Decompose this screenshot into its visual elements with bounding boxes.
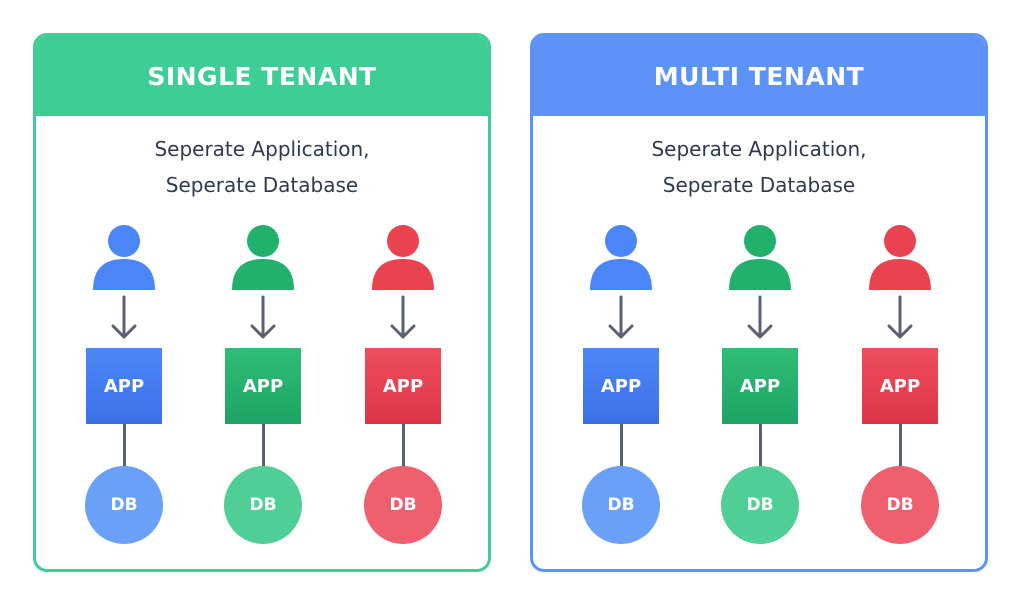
db-circle: DB: [721, 466, 799, 544]
subtitle-line: Seperate Application,: [651, 137, 867, 161]
connector-line: [899, 424, 902, 468]
db-circle: DB: [582, 466, 660, 544]
panel-subtitle: Seperate Application, Seperate Database: [36, 131, 488, 203]
panel-title: MULTI TENANT: [533, 36, 985, 116]
db-circle: DB: [224, 466, 302, 544]
panel-title: SINGLE TENANT: [36, 36, 488, 116]
connector-line: [620, 424, 623, 468]
connector-line: [402, 424, 405, 468]
tenant-column-red: APP DB: [363, 36, 443, 569]
app-box: APP: [722, 348, 798, 424]
db-circle: DB: [85, 466, 163, 544]
arrow-down-icon: [390, 295, 416, 339]
tenant-column-blue: APP DB: [84, 36, 164, 569]
arrow-down-icon: [887, 295, 913, 339]
app-box: APP: [86, 348, 162, 424]
subtitle-line: Seperate Database: [165, 173, 359, 197]
user-icon: [372, 225, 434, 290]
connector-line: [759, 424, 762, 468]
panel-subtitle: Seperate Application, Seperate Database: [533, 131, 985, 203]
user-icon: [869, 225, 931, 290]
tenant-column-red: APP DB: [860, 36, 940, 569]
user-icon: [729, 225, 791, 290]
arrow-down-icon: [250, 295, 276, 339]
tenant-column-green: APP DB: [223, 36, 303, 569]
single-tenant-panel: SINGLE TENANT Seperate Application, Sepe…: [33, 33, 491, 572]
app-box: APP: [365, 348, 441, 424]
db-circle: DB: [364, 466, 442, 544]
app-box: APP: [862, 348, 938, 424]
user-icon: [93, 225, 155, 290]
app-box: APP: [583, 348, 659, 424]
connector-line: [262, 424, 265, 468]
multi-tenant-panel: MULTI TENANT Seperate Application, Seper…: [530, 33, 988, 572]
arrow-down-icon: [747, 295, 773, 339]
user-icon: [232, 225, 294, 290]
db-circle: DB: [861, 466, 939, 544]
tenant-column-blue: APP DB: [581, 36, 661, 569]
app-box: APP: [225, 348, 301, 424]
subtitle-line: Seperate Application,: [154, 137, 370, 161]
arrow-down-icon: [608, 295, 634, 339]
subtitle-line: Seperate Database: [662, 173, 856, 197]
arrow-down-icon: [111, 295, 137, 339]
tenant-column-green: APP DB: [720, 36, 800, 569]
connector-line: [123, 424, 126, 468]
user-icon: [590, 225, 652, 290]
